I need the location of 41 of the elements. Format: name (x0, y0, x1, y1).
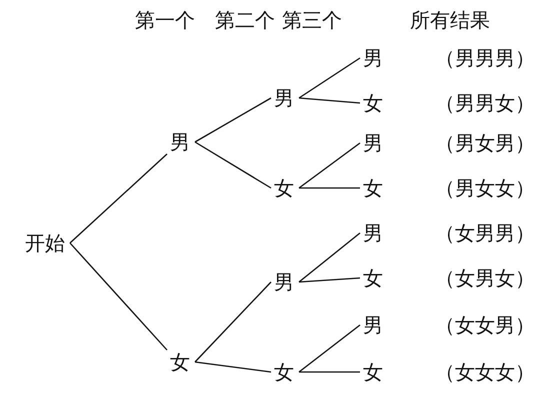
outcome-label: 男 (363, 47, 383, 69)
result-text: （男女女） (435, 177, 535, 199)
branch-line (70, 154, 168, 244)
branch-line (194, 282, 272, 362)
branch-line (299, 187, 360, 189)
result-text: （女男女） (435, 267, 535, 289)
result-text: （男男女） (435, 92, 535, 114)
branch-line (298, 232, 360, 282)
column-heading: 第一个 (135, 9, 195, 31)
branch-line (298, 97, 360, 104)
column-heading: 所有结果 (410, 9, 490, 31)
branch-line (299, 371, 360, 373)
branch-line (298, 142, 360, 189)
branch-line (298, 57, 360, 99)
outcome-label: 女 (363, 177, 383, 199)
outcome-label: 女 (363, 361, 383, 383)
outcome-label: 女 (363, 267, 383, 289)
branch-line (298, 277, 360, 283)
result-text: （男女男） (435, 132, 535, 154)
outcome-label: 男 (170, 131, 190, 153)
branch-line (194, 361, 272, 373)
outcome-label: 男 (363, 132, 383, 154)
column-heading: 第二个 (215, 9, 275, 31)
result-text: （女女女） (435, 361, 535, 383)
outcome-label: 男 (274, 271, 294, 293)
branch-line (194, 97, 272, 143)
result-text: （女女男） (435, 314, 535, 336)
result-text: （男男男） (435, 47, 535, 69)
branch-line (298, 324, 360, 373)
outcome-label: 女 (274, 361, 294, 383)
branch-line (194, 141, 272, 189)
outcome-label: 男 (363, 314, 383, 336)
branch-line (70, 242, 168, 350)
outcome-label: 男 (363, 222, 383, 244)
outcome-label: 女 (363, 92, 383, 114)
column-heading: 第三个 (282, 9, 342, 31)
start-label: 开始 (25, 232, 65, 254)
outcome-label: 女 (274, 177, 294, 199)
outcome-label: 男 (274, 87, 294, 109)
outcome-label: 女 (170, 351, 190, 373)
result-text: （女男男） (435, 222, 535, 244)
